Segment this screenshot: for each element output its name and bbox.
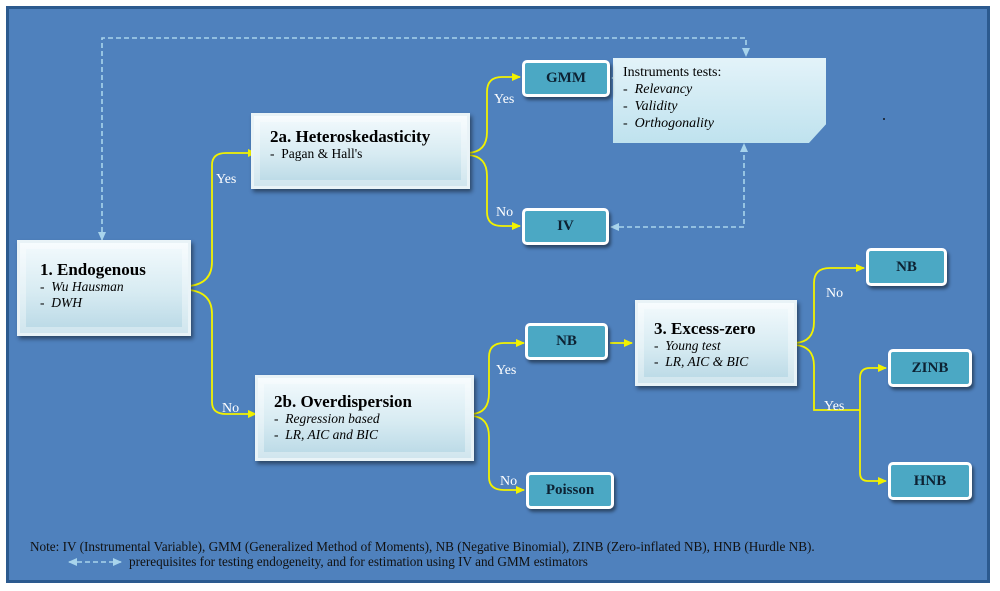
excess-zero-item: - Young test <box>654 338 721 353</box>
hnb-outcome: HNB <box>888 462 972 500</box>
connector-endog-to-overdisp <box>189 289 257 418</box>
instruments-item: - Orthogonality <box>623 116 715 131</box>
connector-yes-to-zinb <box>859 364 887 410</box>
edge-label-yes: Yes <box>496 363 517 378</box>
dashed-iv-to-instruments <box>610 143 748 231</box>
heteroskedasticity-title: 2a. Heteroskedasticity <box>270 127 431 146</box>
connector-excess-to-nb <box>794 264 865 344</box>
edge-label-no: No <box>222 401 240 416</box>
footer-legend: prerequisites for testing endogeneity, a… <box>129 554 588 569</box>
footer-note: Note: IV (Instrumental Variable), GMM (G… <box>30 539 815 554</box>
instruments-tests-note: Instruments tests: - Relevancy - Validit… <box>613 58 826 143</box>
edge-label-no: No <box>500 474 518 489</box>
overdispersion-title: 2b. Overdispersion <box>274 392 412 411</box>
edge-label-yes: Yes <box>216 172 237 187</box>
edge-label-yes: Yes <box>494 92 515 107</box>
edge-label-no: No <box>496 205 514 220</box>
instruments-title: Instruments tests: <box>623 65 722 80</box>
endogenous-item: - DWH <box>40 295 82 310</box>
connector-overdisp-to-poisson <box>471 415 525 494</box>
dashed-top-loop <box>98 37 750 241</box>
instruments-item: - Validity <box>623 99 678 114</box>
heteroskedasticity-item: - Pagan & Hall's <box>270 146 363 161</box>
connector-excess-to-yes <box>794 344 860 411</box>
iv-outcome: IV <box>522 208 609 245</box>
overdispersion-item: - LR, AIC and BIC <box>274 427 379 442</box>
heteroskedasticity-box: 2a. Heteroskedasticity - Pagan & Hall's <box>251 113 470 189</box>
overdispersion-box: 2b. Overdispersion - Regression based - … <box>255 375 474 461</box>
dashed-double-arrow-icon <box>69 556 121 568</box>
overdispersion-item: - Regression based <box>274 411 380 426</box>
edge-label-yes: Yes <box>824 399 845 414</box>
endogenous-title: 1. Endogenous <box>40 260 146 279</box>
gmm-outcome: GMM <box>522 60 610 97</box>
stray-mark <box>883 118 885 120</box>
poisson-outcome: Poisson <box>526 472 614 509</box>
excess-zero-box: 3. Excess-zero - Young test - LR, AIC & … <box>635 300 797 386</box>
excess-zero-title: 3. Excess-zero <box>654 319 756 338</box>
instruments-item: - Relevancy <box>623 82 693 97</box>
excess-zero-item: - LR, AIC & BIC <box>654 354 749 369</box>
connector-overdisp-to-nb <box>471 339 525 415</box>
nb-no-excess-outcome: NB <box>866 248 947 286</box>
zinb-outcome: ZINB <box>888 349 972 387</box>
edge-label-no: No <box>826 286 844 301</box>
endogenous-item: - Wu Hausman <box>40 279 124 294</box>
connector-hetero-to-gmm <box>467 73 521 154</box>
connector-yes-to-hnb <box>859 410 887 485</box>
nb-outcome: NB <box>525 323 608 360</box>
endogenous-box: 1. Endogenous - Wu Hausman - DWH <box>17 240 191 336</box>
